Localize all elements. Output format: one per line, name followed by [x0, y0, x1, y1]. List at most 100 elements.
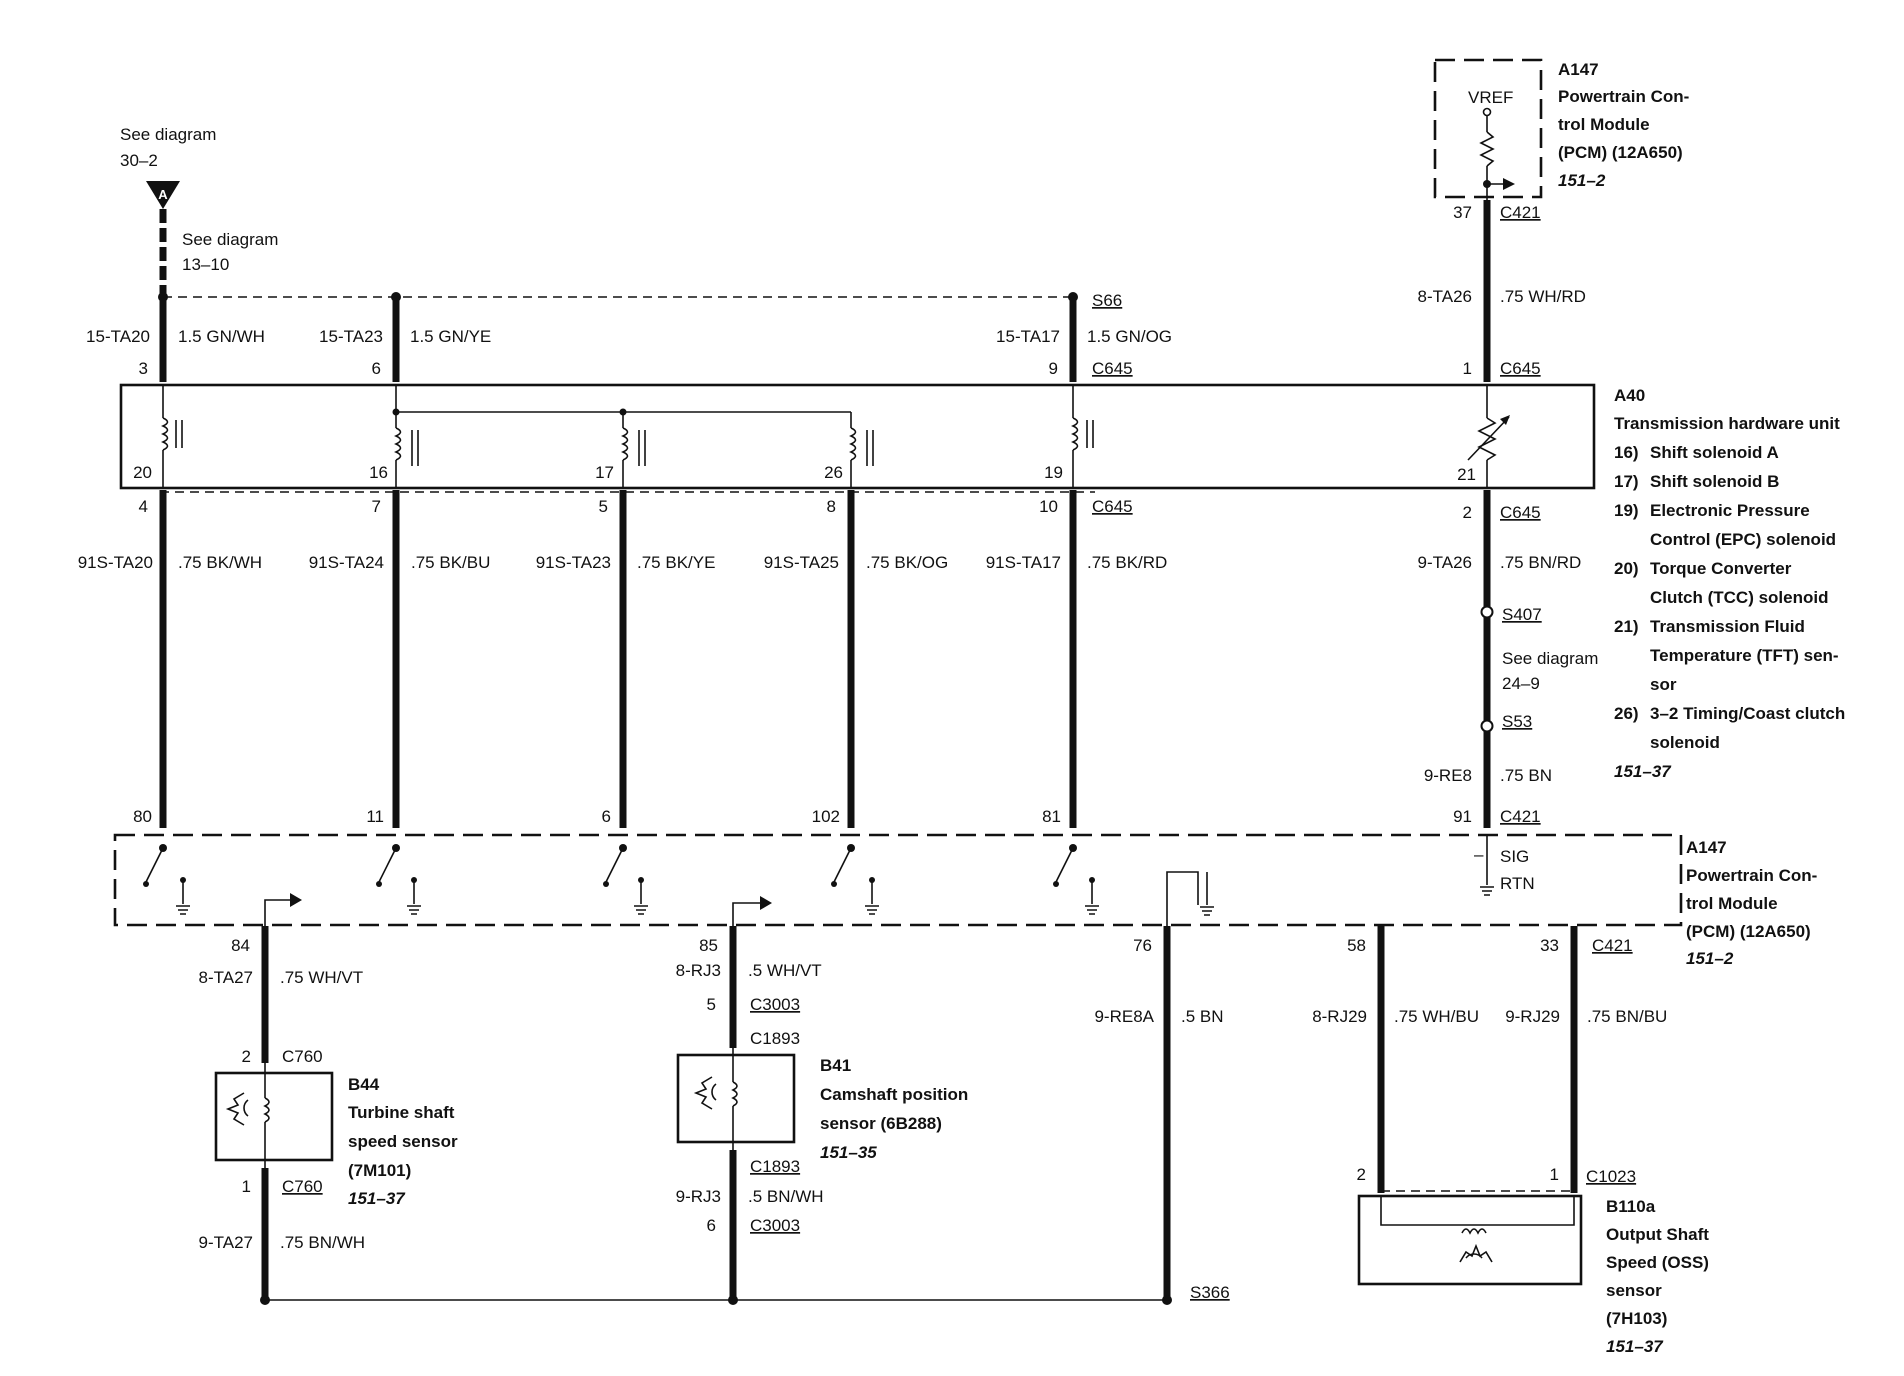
b110a-name-line: sensor [1606, 1281, 1662, 1300]
top-ref-label: See diagram [120, 125, 216, 144]
pcm-top-ref: 151–2 [1558, 171, 1606, 190]
b41-id: B41 [820, 1056, 851, 1075]
pcm-top-box [1433, 58, 1543, 199]
solenoid-coil-icon [394, 427, 402, 461]
b110a-sensor-box [1357, 1194, 1583, 1286]
wire-color-label: 1.5 GN/WH [178, 327, 265, 346]
wire-circuit-label: 91S-TA24 [309, 553, 384, 572]
connector-c760-label: C760 [282, 1047, 323, 1066]
wire-color-label: .75 BK/RD [1087, 553, 1167, 572]
switch-node [180, 877, 186, 883]
wire-circuit-label: 9-RE8 [1424, 766, 1472, 785]
pin-label: 1 [242, 1177, 251, 1196]
wire-color-label: .75 WH/BU [1394, 1007, 1479, 1026]
rtn-label: RTN [1500, 874, 1535, 893]
a40-pin-label: 26 [824, 463, 843, 482]
b44-id: B44 [348, 1075, 380, 1094]
solenoid-coil-icon [621, 427, 629, 461]
a40-pin-label: 19 [1044, 463, 1063, 482]
a40-item-list: 16) Shift solenoid A 17) Shift solenoid … [1614, 443, 1845, 752]
pin-label: 2 [1357, 1165, 1366, 1184]
switch-node [1089, 877, 1095, 883]
vref-node-icon [1482, 107, 1492, 117]
b44-name-line: Turbine shaft [348, 1103, 455, 1122]
wire-circuit-label: 91S-TA23 [536, 553, 611, 572]
s407-ref-num: 24–9 [1502, 674, 1540, 693]
switch-node [143, 881, 149, 887]
pcm-bottom-name-line: (PCM) (12A650) [1686, 922, 1811, 941]
a40-item-num: 26) [1614, 704, 1639, 723]
wire-circuit-label: 8-RJ29 [1312, 1007, 1367, 1026]
switch-node [869, 877, 875, 883]
connector-c3003-label: C3003 [750, 1216, 800, 1235]
pcm-pin-label: 6 [602, 807, 611, 826]
wire-circuit-label: 9-TA26 [1418, 553, 1473, 572]
splice-dot [260, 1295, 270, 1305]
switch-icon [378, 847, 397, 883]
pcm-driver-switch-group [143, 844, 1099, 915]
connector-c1893-label: C1893 [750, 1157, 800, 1176]
wire-color-label: .75 BN/BU [1587, 1007, 1667, 1026]
pin-label: 4 [139, 497, 148, 516]
a40-item-text: Transmission Fluid [1650, 617, 1805, 636]
top-ref-num: 30–2 [120, 151, 158, 170]
wire-color-label: .75 BK/WH [178, 553, 262, 572]
switch-icon [605, 847, 624, 883]
pcm-pin-label: 91 [1453, 807, 1472, 826]
wire-circuit-label: 9-RJ29 [1505, 1007, 1560, 1026]
return-lead [1166, 871, 1199, 945]
wire-circuit-label: 9-TA27 [199, 1233, 254, 1252]
b44-sensor-box [214, 1071, 334, 1162]
splice-s407-dot [1480, 605, 1494, 619]
ground-icon [634, 905, 648, 915]
b110a-id: B110a [1606, 1197, 1656, 1216]
a40-item-text: Shift solenoid A [1650, 443, 1779, 462]
pin-label: 5 [599, 497, 608, 516]
pin-label: 6 [707, 1216, 716, 1235]
connector-c645-label: C645 [1500, 503, 1541, 522]
variable-arrow-head [1500, 415, 1510, 425]
splice-s366-label: S366 [1190, 1283, 1230, 1302]
reluctor-wheel-icon [693, 1076, 717, 1110]
a40-item-num: 16) [1614, 443, 1639, 462]
b44-name-line: speed sensor [348, 1132, 458, 1151]
b41-sensor-box [676, 1053, 796, 1144]
wire-circuit-label: 15-TA17 [996, 327, 1060, 346]
pin-label: 6 [372, 359, 381, 378]
b41-name-line: Camshaft position [820, 1085, 968, 1104]
pin-label: 1 [1463, 359, 1472, 378]
pcm-pin-label: 80 [133, 807, 152, 826]
a40-pin-label: 21 [1457, 465, 1476, 484]
wire-color-label: .75 BK/YE [637, 553, 715, 572]
switch-node [831, 881, 837, 887]
pcm-bottom-ref: 151–2 [1686, 949, 1734, 968]
pin-label: 5 [707, 995, 716, 1014]
wire-color-label: .5 BN/WH [748, 1187, 824, 1206]
switch-node [1053, 881, 1059, 887]
connector-c645-label: C645 [1500, 359, 1541, 378]
connector-c3003-label: C3003 [750, 995, 800, 1014]
wire-color-label: .75 WH/VT [280, 968, 363, 987]
wire-color-label: .5 BN [1181, 1007, 1224, 1026]
a40-id: A40 [1614, 386, 1645, 405]
s407-ref-label: See diagram [1502, 649, 1598, 668]
wire-color-label: .75 BN [1500, 766, 1552, 785]
wire-circuit-label: 91S-TA17 [986, 553, 1061, 572]
pcm-bottom-box [113, 833, 1683, 927]
wire-circuit-label: 91S-TA25 [764, 553, 839, 572]
wire-circuit-label: 8-TA26 [1418, 287, 1473, 306]
connector-c645-label: C645 [1092, 359, 1133, 378]
pcm-pin-label: 76 [1133, 936, 1152, 955]
solenoid-coil-icon [849, 427, 857, 461]
pcm-bottom-name-line: Powertrain Con- [1686, 866, 1817, 885]
solenoid-coil-icon [1071, 417, 1079, 451]
signal-arrow-icon [290, 893, 302, 907]
switch-node [376, 881, 382, 887]
pcm-top-name-line: (PCM) (12A650) [1558, 143, 1683, 162]
connector-c421-label: C421 [1500, 203, 1541, 222]
wire-circuit-label: 8-RJ3 [676, 961, 721, 980]
connector-c645-label: C645 [1092, 497, 1133, 516]
wire-circuit-label: 9-RJ3 [676, 1187, 721, 1206]
pickup-coil-icon [263, 1097, 270, 1123]
